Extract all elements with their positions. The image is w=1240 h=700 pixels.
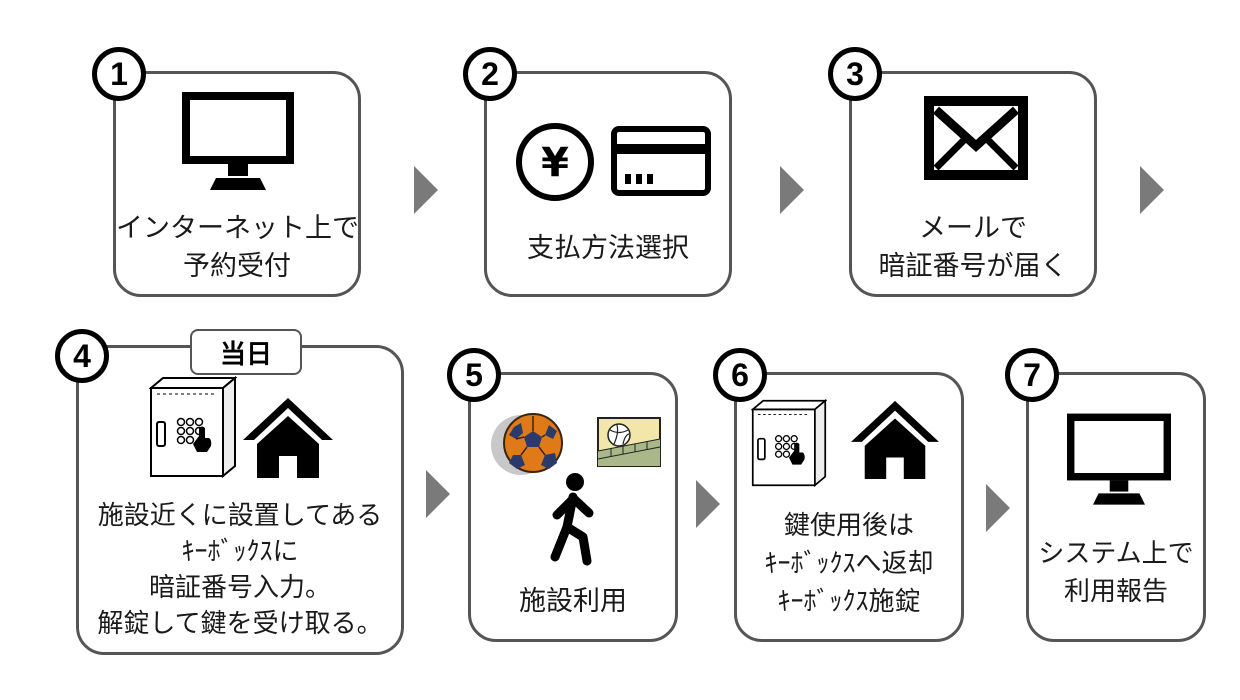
flow-arrow-2-3: [780, 166, 804, 214]
step-5-box: 施設利用: [468, 372, 678, 642]
step-6-number: 6: [713, 348, 767, 402]
step-7-box: システム上で 利用報告: [1026, 372, 1206, 642]
house-icon: [243, 398, 333, 478]
key-box-icon: [751, 399, 827, 487]
flow-arrow-3-4: [1140, 166, 1164, 214]
step-1-number: 1: [92, 47, 146, 101]
step-4-box: 施設近くに設置してある ｷｰﾎﾞｯｸｽに 暗証番号入力。 解錠して鍵を受け取る。: [76, 345, 404, 655]
step-2-number: 2: [463, 47, 517, 101]
step-4-text: 施設近くに設置してある ｷｰﾎﾞｯｸｽに 暗証番号入力。 解錠して鍵を受け取る。: [97, 501, 383, 639]
flow-arrow-4-5: [426, 470, 450, 518]
walking-person-icon: [550, 473, 594, 566]
step-1-text: インターネット上で 予約受付: [116, 213, 359, 282]
step-7-text: システム上で 利用報告: [1038, 539, 1194, 607]
step-3-box: メールで 暗証番号が届く: [849, 71, 1097, 297]
step-2-box: ¥ 支払方法選択: [484, 71, 732, 297]
handball-icon: [491, 413, 563, 475]
step-1-box: インターネット上で 予約受付: [113, 71, 361, 297]
yen-coin-icon: ¥: [516, 123, 594, 201]
step-7-number: 7: [1005, 348, 1059, 402]
step-2-text: 支払方法選択: [527, 233, 689, 264]
flow-arrow-6-7: [986, 484, 1010, 532]
step-3-number: 3: [828, 47, 882, 101]
computer-monitor-icon: [182, 92, 294, 190]
key-box-icon: [149, 376, 237, 478]
flow-arrow-1-2: [414, 166, 438, 214]
volleyball-photo-icon: [597, 417, 661, 467]
step-6-box: 鍵使用後は ｷｰﾎﾞｯｸｽへ返却 ｷｰﾎﾞｯｸｽ施錠: [734, 372, 964, 642]
house-icon: [851, 400, 939, 480]
envelope-icon: [924, 96, 1028, 180]
step-6-text: 鍵使用後は ｷｰﾎﾞｯｸｽへ返却 ｷｰﾎﾞｯｸｽ施錠: [764, 511, 934, 617]
computer-monitor-icon: [1067, 413, 1171, 505]
step-5-text: 施設利用: [519, 586, 627, 617]
svg-text:¥: ¥: [541, 140, 569, 186]
step-5-number: 5: [447, 348, 501, 402]
credit-card-icon: [611, 126, 711, 196]
flow-arrow-5-6: [696, 480, 720, 528]
step-3-text: メールで 暗証番号が届く: [878, 213, 1068, 282]
same-day-badge: 当日: [190, 329, 302, 375]
step-4-number: 4: [55, 329, 109, 383]
